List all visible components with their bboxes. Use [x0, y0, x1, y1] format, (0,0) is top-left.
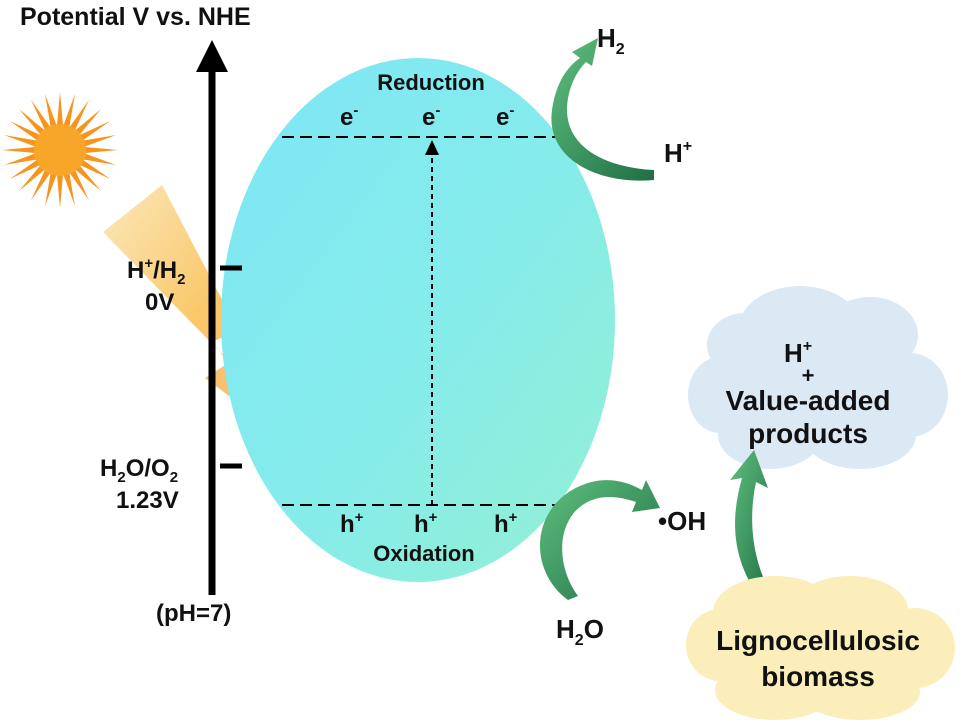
label-ph: (pH=7) [156, 600, 231, 627]
axis-title: Potential V vs. NHE [20, 3, 251, 31]
cloud-plus-label: + [802, 363, 815, 388]
label-1-23v: 1.23V [116, 487, 179, 514]
electron-2: e- [422, 102, 440, 131]
reduction-label: Reduction [377, 70, 485, 95]
photocatalyst-particle [221, 58, 615, 582]
electron-1: e- [340, 102, 358, 131]
label-h-h2: H+/H2 [127, 255, 185, 288]
lignocellulosic-biomass-cloud [686, 576, 955, 720]
biomass-label: biomass [761, 661, 875, 692]
label-h2o-o2: H2O/O2 [100, 455, 178, 486]
products-label: products [748, 418, 868, 449]
biomass-to-products-arrow [730, 450, 772, 598]
excitation-arrowhead [425, 140, 439, 155]
value-added-products-cloud [688, 286, 948, 469]
label-0v: 0V [145, 289, 174, 316]
oxidation-curved-arrow [539, 480, 660, 600]
reduction-curved-arrow [551, 38, 654, 181]
oxidation-label: Oxidation [373, 541, 474, 566]
h2-product-label: H2 [597, 23, 625, 58]
hole-3: h+ [494, 509, 518, 538]
hydroxyl-radical-label: •OH [658, 506, 706, 536]
lignocellulosic-label: Lignocellulosic [716, 625, 920, 656]
sun-icon [2, 92, 118, 208]
h-plus-reactant-label: H+ [664, 138, 692, 168]
value-added-label: Value-added [726, 385, 891, 416]
electron-3: e- [496, 102, 514, 131]
hole-1: h+ [340, 509, 364, 538]
light-bolt-icon [103, 185, 292, 443]
hole-2: h+ [414, 509, 438, 538]
h2o-reactant-label: H2O [556, 614, 604, 649]
cloud-proton-label: H+ [784, 338, 812, 368]
potential-axis-arrowhead [196, 40, 228, 72]
